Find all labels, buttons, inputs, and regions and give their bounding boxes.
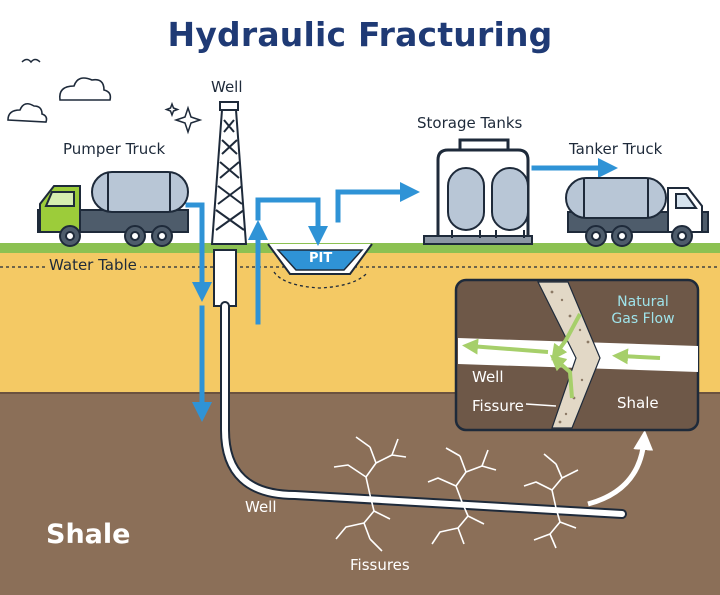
well-top-label: Well — [211, 78, 243, 96]
inset-fissure — [537, 281, 601, 429]
well-bottom-label: Well — [245, 498, 277, 516]
pumper-truck — [37, 171, 189, 247]
fissures-label: Fissures — [350, 556, 410, 574]
pit — [267, 243, 373, 289]
page-title: Hydraulic Fracturing — [167, 15, 553, 54]
inset-panel — [454, 278, 700, 432]
storage-tanks-label: Storage Tanks — [417, 114, 523, 132]
inset-natural-gas-line1: Natural — [617, 294, 669, 310]
bird-icon — [21, 58, 41, 64]
inset-well-label: Well — [472, 368, 504, 386]
inset-natural-gas-flow-label: Natural Gas Flow — [598, 294, 688, 328]
inset-fissure-label: Fissure — [472, 397, 524, 415]
inset-natural-gas-line2: Gas Flow — [611, 311, 675, 327]
tanker-truck — [565, 177, 709, 247]
tanker-truck-label: Tanker Truck — [569, 140, 663, 158]
inset-pointer-arrow — [587, 430, 654, 507]
pit-label: PIT — [309, 251, 333, 266]
storage-tanks — [423, 138, 533, 245]
fissure-cracks — [333, 436, 579, 552]
shale-main-label: Shale — [46, 519, 131, 550]
pumper-truck-label: Pumper Truck — [63, 140, 166, 158]
cloud-icon — [7, 77, 112, 123]
well-derrick — [210, 101, 248, 245]
sparkle-icon — [164, 101, 203, 135]
water-table-label: Water Table — [46, 258, 140, 273]
well-pipe — [213, 249, 627, 519]
inset-shale-label: Shale — [617, 394, 659, 412]
water-flow-arrows — [185, 158, 618, 422]
